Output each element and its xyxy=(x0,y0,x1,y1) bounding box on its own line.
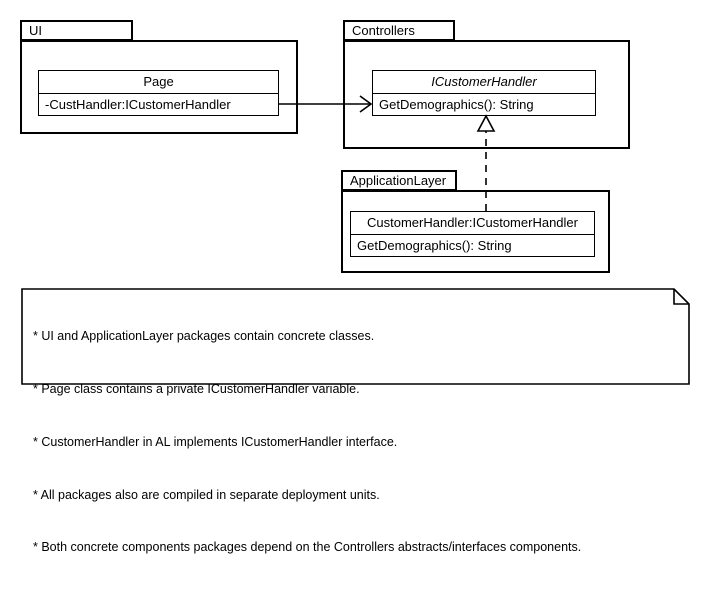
class-customerhandler-name: CustomerHandler:ICustomerHandler xyxy=(351,212,594,235)
uml-diagram-canvas: UI Page -CustHandler:ICustomerHandler Co… xyxy=(20,20,690,554)
class-icustomerhandler-operation: GetDemographics(): String xyxy=(379,97,534,112)
class-page[interactable]: Page -CustHandler:ICustomerHandler xyxy=(38,70,279,116)
note-box[interactable]: * UI and ApplicationLayer packages conta… xyxy=(21,288,690,554)
class-page-name: Page xyxy=(39,71,278,94)
package-ui-label: UI xyxy=(29,23,42,38)
note-line-2: * Page class contains a private ICustome… xyxy=(33,381,360,396)
note-line-4: * All packages also are compiled in sepa… xyxy=(33,487,380,502)
class-customerhandler[interactable]: CustomerHandler:ICustomerHandler GetDemo… xyxy=(350,211,595,257)
class-icustomerhandler[interactable]: ICustomerHandler GetDemographics(): Stri… xyxy=(372,70,596,116)
package-applicationlayer-label: ApplicationLayer xyxy=(350,173,447,188)
note-line-5: * Both concrete components packages depe… xyxy=(33,540,582,555)
package-controllers-label: Controllers xyxy=(352,23,415,38)
class-icustomerhandler-name: ICustomerHandler xyxy=(373,71,595,94)
package-controllers-tab: Controllers xyxy=(343,20,455,41)
class-page-attribute: -CustHandler:ICustomerHandler xyxy=(45,97,231,112)
note-text: * UI and ApplicationLayer packages conta… xyxy=(33,293,684,592)
note-line-1: * UI and ApplicationLayer packages conta… xyxy=(33,329,375,344)
note-line-3: * CustomerHandler in AL implements ICust… xyxy=(33,434,398,449)
package-ui-tab: UI xyxy=(20,20,133,41)
class-customerhandler-operation: GetDemographics(): String xyxy=(357,238,512,253)
package-applicationlayer-tab: ApplicationLayer xyxy=(341,170,457,191)
note-shape xyxy=(21,288,690,385)
